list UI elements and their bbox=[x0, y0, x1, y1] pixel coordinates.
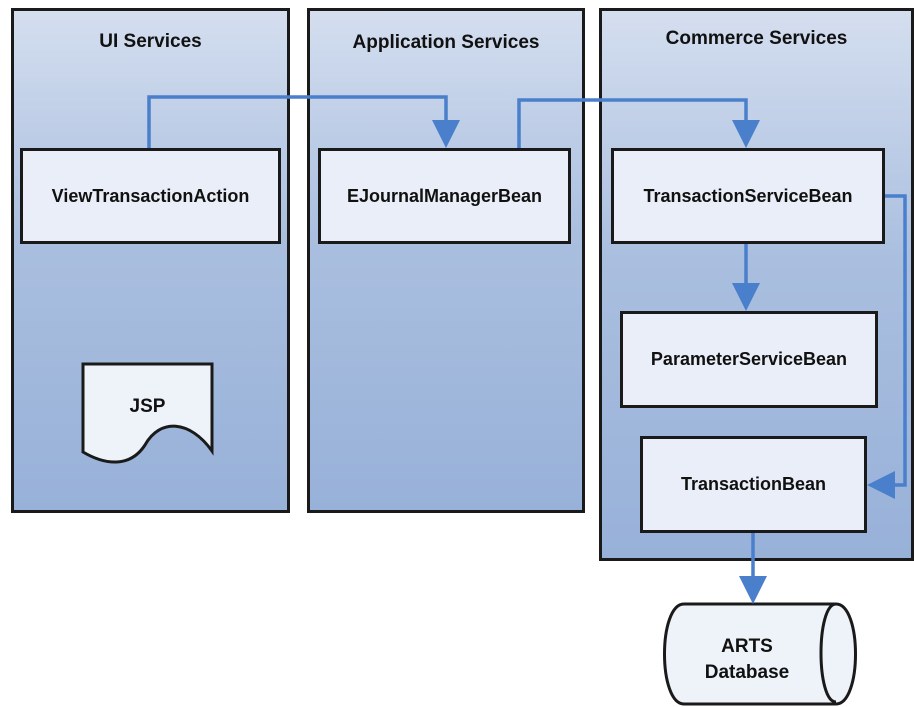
lane-title-commerce: Commerce Services bbox=[665, 28, 848, 49]
view-transaction-action-label: ViewTransactionAction bbox=[51, 185, 250, 206]
parameter-service-bean-box: ParameterServiceBean bbox=[620, 311, 878, 408]
transaction-service-bean-label: TransactionServiceBean bbox=[643, 185, 853, 206]
view-transaction-action-box: ViewTransactionAction bbox=[20, 148, 281, 244]
lane-title-ui: UI Services bbox=[99, 31, 202, 52]
transaction-service-bean-box: TransactionServiceBean bbox=[611, 148, 885, 244]
lane-title-application: Application Services bbox=[352, 32, 540, 53]
arts-database-rim bbox=[819, 602, 837, 704]
transaction-bean-box: TransactionBean bbox=[640, 436, 867, 533]
jsp-document-label: JSP bbox=[129, 396, 166, 417]
lane-application-services: Application Services bbox=[307, 8, 585, 513]
arts-database-label-line1: ARTS bbox=[721, 636, 773, 657]
ejournal-manager-bean-box: EJournalManagerBean bbox=[318, 148, 571, 244]
arts-database-label-line2: Database bbox=[704, 662, 790, 683]
parameter-service-bean-label: ParameterServiceBean bbox=[650, 349, 848, 369]
ejournal-manager-bean-label: EJournalManagerBean bbox=[346, 185, 543, 206]
lane-ui-services: UI Services bbox=[11, 8, 290, 513]
arts-database-label: ARTS Database bbox=[672, 634, 822, 686]
transaction-bean-label: TransactionBean bbox=[680, 474, 827, 494]
